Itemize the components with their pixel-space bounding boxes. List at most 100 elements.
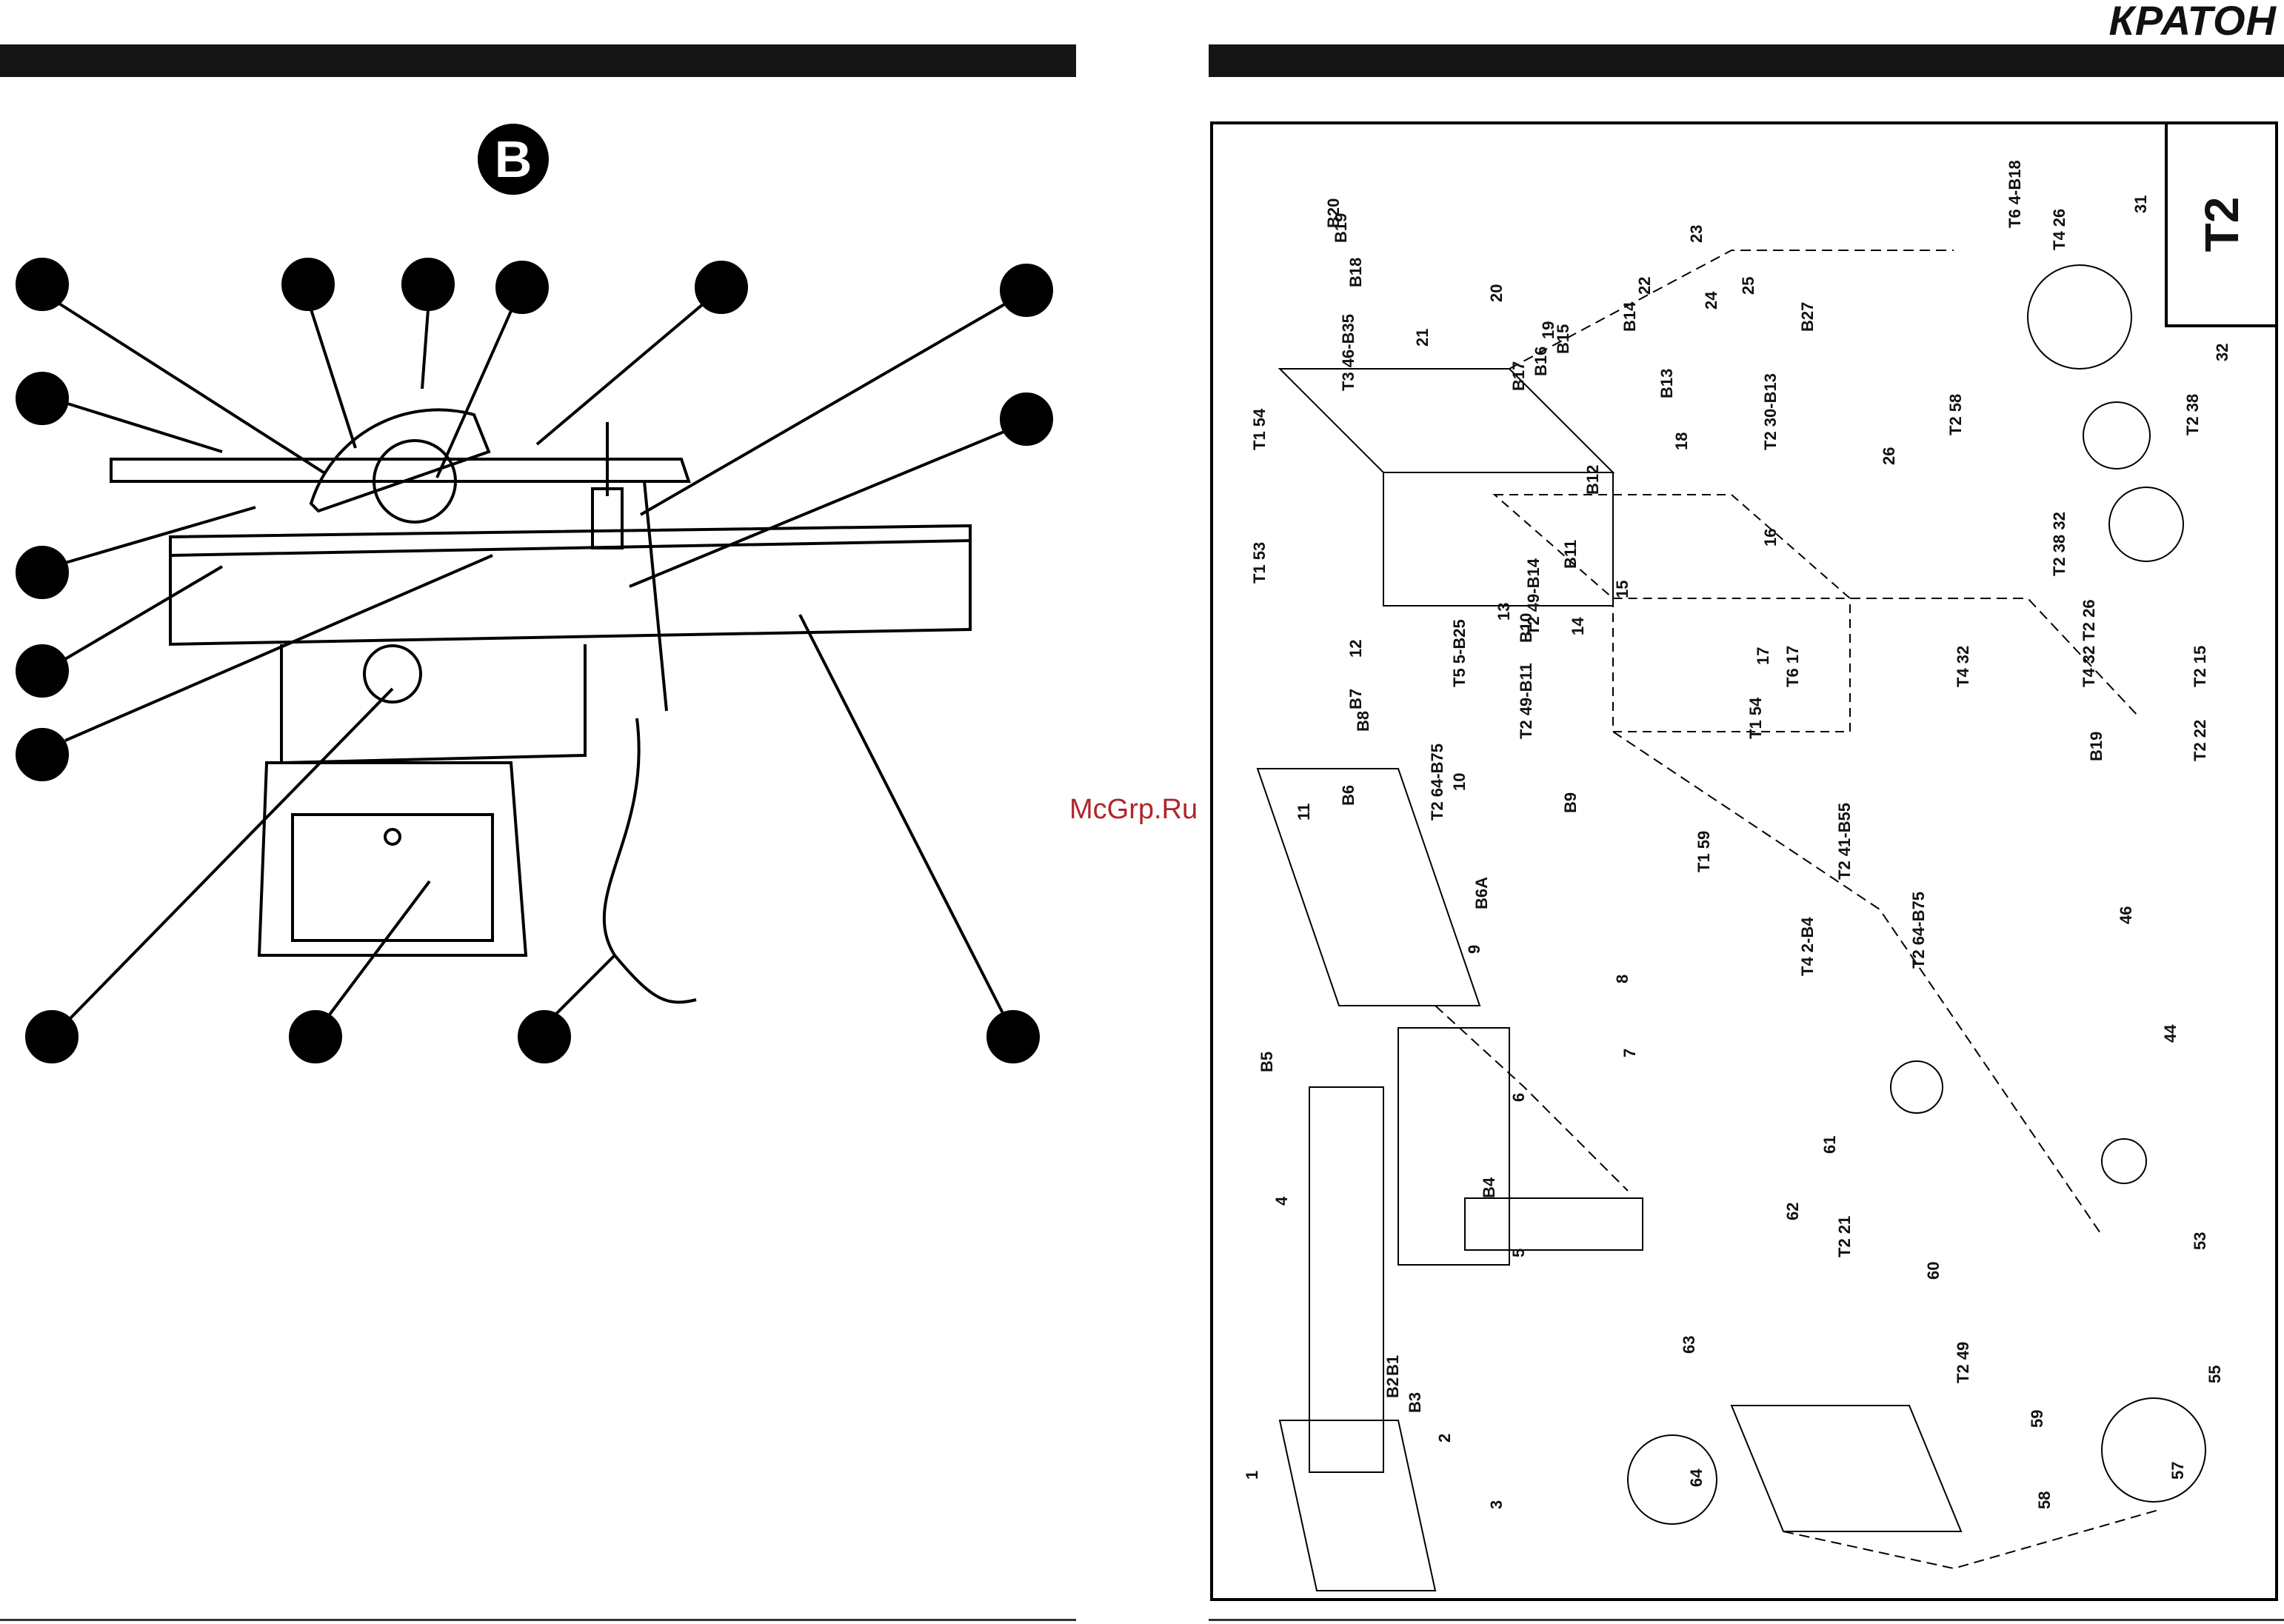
svg-text:31: 31 xyxy=(2131,196,2150,213)
watermark: McGrp.Ru xyxy=(1069,794,1198,825)
svg-text:T4 32 T2 26: T4 32 T2 26 xyxy=(2080,599,2098,687)
callout-dot-14 xyxy=(518,1010,571,1063)
svg-text:26: 26 xyxy=(1880,447,1898,465)
svg-text:T2 38: T2 38 xyxy=(2183,394,2202,435)
svg-text:T2 21: T2 21 xyxy=(1835,1216,1854,1257)
svg-text:B8: B8 xyxy=(1354,711,1372,732)
callout-dot-2 xyxy=(281,258,335,311)
callout-dot-15 xyxy=(986,1010,1040,1063)
svg-text:T6 17: T6 17 xyxy=(1783,646,1802,687)
svg-text:T3 46-B35: T3 46-B35 xyxy=(1339,314,1358,391)
svg-text:57: 57 xyxy=(2168,1462,2187,1480)
callout-dot-12 xyxy=(25,1010,79,1063)
svg-text:23: 23 xyxy=(1687,225,1706,243)
svg-text:T4 26: T4 26 xyxy=(2050,209,2068,250)
svg-text:10: 10 xyxy=(1450,773,1469,791)
svg-text:9: 9 xyxy=(1465,945,1483,954)
svg-text:B14: B14 xyxy=(1620,301,1639,332)
brand-logo: КРАТОН xyxy=(2108,0,2277,44)
svg-text:21: 21 xyxy=(1413,329,1432,347)
svg-text:T2 58: T2 58 xyxy=(1946,394,1965,435)
exploded-diagram-frame: T2 xyxy=(1210,121,2278,1601)
svg-text:B1: B1 xyxy=(1383,1355,1402,1376)
svg-text:3: 3 xyxy=(1487,1500,1506,1509)
svg-text:T1 54: T1 54 xyxy=(1746,697,1765,739)
svg-text:T2 49-B11: T2 49-B11 xyxy=(1517,663,1535,739)
svg-text:B16: B16 xyxy=(1532,347,1550,376)
svg-text:B11: B11 xyxy=(1561,540,1580,569)
left-footer-rule xyxy=(0,1619,1076,1621)
exploded-view-drawing: T1 54 T1 53 T3 46-B35 T5 5-B25 T2 64-B75… xyxy=(1243,160,2231,1591)
callout-dot-3 xyxy=(401,258,455,311)
svg-text:T4 32: T4 32 xyxy=(1954,646,1972,687)
svg-text:63: 63 xyxy=(1680,1336,1698,1354)
svg-text:T2 49-B14: T2 49-B14 xyxy=(1524,558,1543,635)
svg-text:T2 49: T2 49 xyxy=(1954,1342,1972,1383)
svg-text:T6 4-B18: T6 4-B18 xyxy=(2006,160,2024,228)
svg-text:22: 22 xyxy=(1635,277,1654,295)
svg-text:20: 20 xyxy=(1487,284,1506,302)
svg-text:B27: B27 xyxy=(1798,302,1817,332)
svg-text:B6: B6 xyxy=(1339,785,1358,806)
svg-text:19: 19 xyxy=(1539,321,1557,339)
svg-text:B20: B20 xyxy=(1324,198,1343,228)
callout-dot-1 xyxy=(16,258,69,311)
svg-text:59: 59 xyxy=(2028,1410,2046,1428)
svg-text:2: 2 xyxy=(1435,1434,1454,1443)
svg-text:T5 5-B25: T5 5-B25 xyxy=(1450,619,1469,687)
svg-text:T4 2-B4: T4 2-B4 xyxy=(1798,917,1817,976)
svg-text:B17: B17 xyxy=(1509,361,1528,391)
machine-illustration xyxy=(16,258,1053,1063)
right-header-bar xyxy=(1209,44,2284,77)
table-id-box: T2 xyxy=(2165,124,2275,327)
svg-text:B2: B2 xyxy=(1383,1377,1402,1398)
svg-text:B19: B19 xyxy=(2087,732,2106,761)
callout-dot-10 xyxy=(16,644,69,698)
svg-text:46: 46 xyxy=(2117,906,2135,924)
svg-text:58: 58 xyxy=(2035,1491,2054,1509)
callout-dot-5 xyxy=(695,261,748,314)
svg-text:B15: B15 xyxy=(1554,324,1572,354)
svg-text:B7: B7 xyxy=(1346,689,1365,709)
svg-text:17: 17 xyxy=(1754,647,1772,665)
svg-text:T2 15: T2 15 xyxy=(2191,646,2209,687)
svg-text:61: 61 xyxy=(1820,1136,1839,1154)
svg-text:B9: B9 xyxy=(1561,792,1580,813)
svg-text:16: 16 xyxy=(1761,529,1780,547)
svg-text:T2 30-B13: T2 30-B13 xyxy=(1761,373,1780,450)
svg-text:B13: B13 xyxy=(1657,369,1676,398)
svg-text:B6A: B6A xyxy=(1472,877,1491,909)
svg-text:7: 7 xyxy=(1620,1049,1639,1057)
svg-text:60: 60 xyxy=(1924,1262,1943,1280)
section-badge: B xyxy=(478,124,549,195)
callout-dot-13 xyxy=(289,1010,342,1063)
svg-text:T2 38 32: T2 38 32 xyxy=(2050,512,2068,576)
svg-text:B5: B5 xyxy=(1258,1052,1276,1072)
svg-text:5: 5 xyxy=(1509,1249,1528,1257)
svg-text:B18: B18 xyxy=(1346,258,1365,287)
svg-text:T2 64-B75: T2 64-B75 xyxy=(1428,744,1446,821)
callout-dot-6 xyxy=(1000,264,1053,317)
svg-text:55: 55 xyxy=(2205,1366,2224,1383)
svg-text:T1 53: T1 53 xyxy=(1250,542,1269,584)
callout-dot-9 xyxy=(16,546,69,599)
svg-text:64: 64 xyxy=(1687,1468,1706,1487)
svg-text:13: 13 xyxy=(1495,603,1513,621)
svg-text:25: 25 xyxy=(1739,277,1757,295)
svg-text:62: 62 xyxy=(1783,1203,1802,1220)
left-header-bar xyxy=(0,44,1076,77)
svg-text:B4: B4 xyxy=(1480,1177,1498,1198)
callout-dot-11 xyxy=(16,728,69,781)
svg-text:T2 22: T2 22 xyxy=(2191,720,2209,761)
svg-text:11: 11 xyxy=(1295,803,1313,821)
svg-text:B12: B12 xyxy=(1583,465,1602,495)
svg-text:4: 4 xyxy=(1272,1196,1291,1206)
svg-text:44: 44 xyxy=(2161,1024,2180,1043)
svg-text:1: 1 xyxy=(1243,1471,1261,1480)
right-footer-rule xyxy=(1209,1619,2284,1621)
svg-text:53: 53 xyxy=(2191,1232,2209,1250)
svg-text:B19: B19 xyxy=(1332,213,1350,243)
svg-text:6: 6 xyxy=(1509,1093,1528,1102)
svg-text:14: 14 xyxy=(1569,617,1587,635)
svg-text:18: 18 xyxy=(1672,432,1691,450)
